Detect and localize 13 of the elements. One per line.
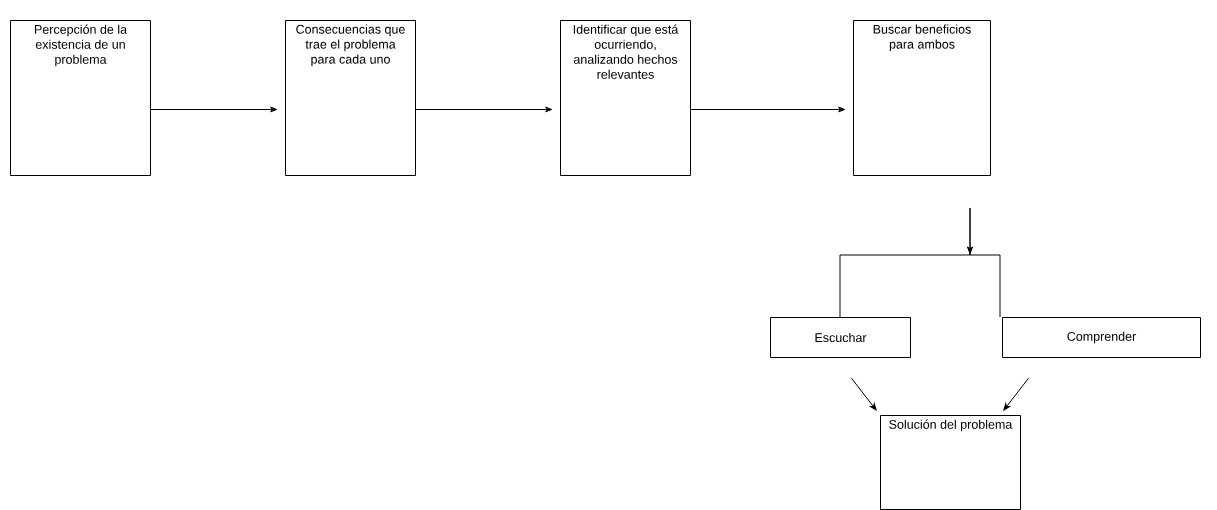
arrow [1003, 377, 1029, 411]
process-box: Comprender [1002, 317, 1201, 358]
process-box: Escuchar [770, 317, 911, 358]
process-box: Identificar que está ocurriendo, analizando hechos relevantes [560, 20, 691, 176]
arrow [415, 106, 553, 113]
process-box: Solución del problema [880, 415, 1021, 510]
arrow [690, 106, 846, 113]
arrow [150, 106, 278, 113]
process-box: Buscar beneficios para ambos [853, 20, 991, 176]
arrow [851, 377, 877, 411]
process-box: Consecuencias que trae el problema para cada uno [285, 20, 416, 176]
split-arrow [967, 207, 1001, 318]
process-box: Percepción de la existencia de un problema [10, 20, 151, 176]
